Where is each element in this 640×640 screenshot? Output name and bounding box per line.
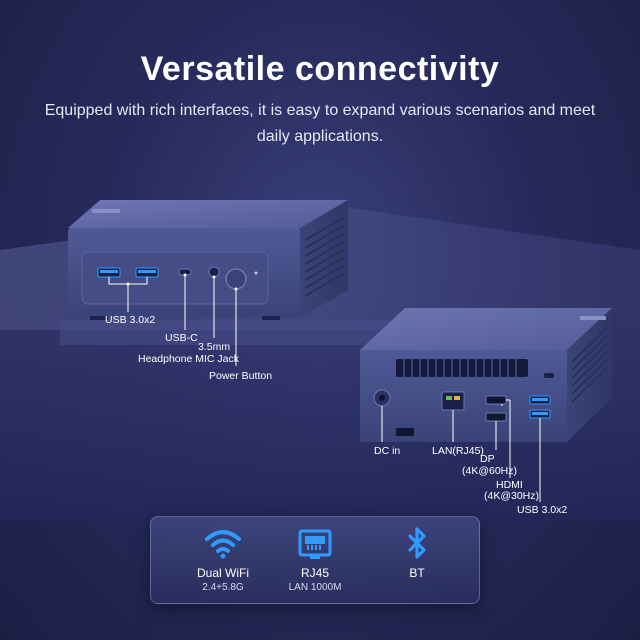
label-dc: DC in [374,445,400,457]
hdmi-port [485,395,507,405]
label-dp-line1: DP [480,453,495,465]
dp-port [485,412,507,422]
lan-port [441,391,465,411]
front-device [68,200,348,320]
label-power: Power Button [209,370,272,382]
front-callout-dots [126,273,238,291]
feature-name: Dual WiFi [196,566,249,580]
feature-name: RJ45 [300,566,329,580]
label-rear-usb: USB 3.0x2 [517,504,567,516]
page-subtitle: Equipped with rich interfaces, it is eas… [44,102,596,145]
label-usbc: USB-C [165,332,198,344]
power-button [225,268,247,290]
rear-device [360,308,612,442]
feature-panel: Dual WiFi 2.4+5.8G RJ45 LAN 1000M BT [150,516,480,604]
feature-bt: BT [367,517,467,603]
feature-sub: 2.4+5.8G [202,582,244,593]
feature-name: BT [409,566,425,580]
label-lan: LAN(RJ45) [432,445,484,457]
label-hdmi-line1: HDMI [496,479,523,491]
label-jack-line1: 3.5mm [198,341,230,353]
label-hdmi-line2: (4K@30Hz) [484,490,539,502]
label-front-usb: USB 3.0x2 [105,314,155,326]
rear-callouts [381,399,541,502]
wifi-icon [205,530,241,559]
feature-wifi: Dual WiFi 2.4+5.8G [173,517,273,603]
brand-logo [92,209,120,213]
label-jack-line2: Headphone MIC Jack [138,353,240,365]
ethernet-port-icon [298,529,332,559]
feature-sub: LAN 1000M [288,582,342,593]
page-title: Versatile connectivity [140,50,500,88]
side-vents [304,217,344,297]
label-dp-line2: (4K@60Hz) [462,465,517,477]
feature-rj45: RJ45 LAN 1000M [265,517,365,603]
bluetooth-icon [408,527,426,559]
